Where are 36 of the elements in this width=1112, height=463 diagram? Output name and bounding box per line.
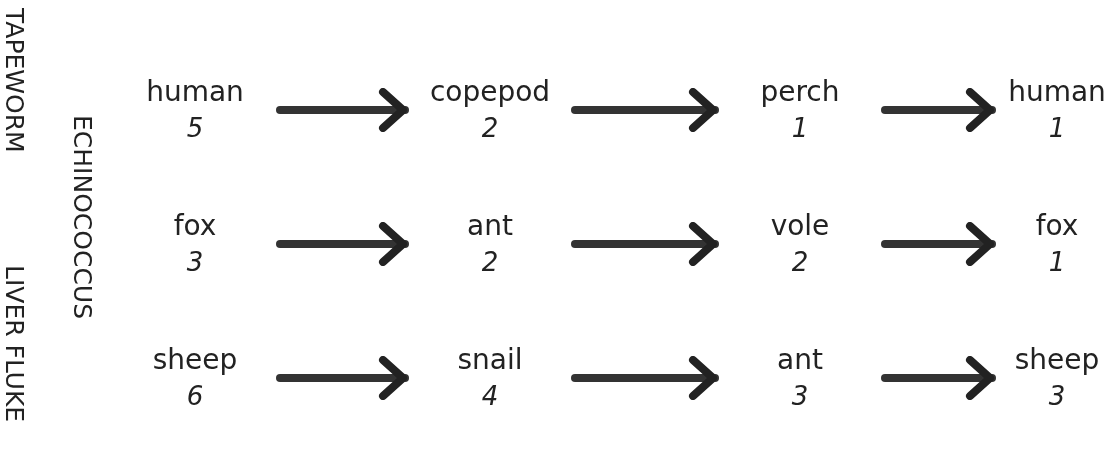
arrow xyxy=(881,356,996,400)
count-number: 5 xyxy=(186,114,204,145)
arrow xyxy=(276,356,409,400)
count-number: 2 xyxy=(791,248,809,279)
arrow xyxy=(571,222,719,266)
host-name: ant xyxy=(467,209,513,243)
arrow xyxy=(276,88,409,132)
count-number: 2 xyxy=(481,114,499,145)
arrow xyxy=(881,88,996,132)
host-name: copepod xyxy=(429,75,551,109)
count-number: 1 xyxy=(1048,248,1066,279)
host-name: fox xyxy=(1035,209,1079,243)
count-number: 2 xyxy=(481,248,499,279)
host-name: ant xyxy=(777,343,823,377)
arrow xyxy=(276,222,409,266)
count-number: 3 xyxy=(1048,382,1066,413)
count-number: 6 xyxy=(186,382,204,413)
host-name: sheep xyxy=(1014,343,1100,377)
host-name: perch xyxy=(760,75,840,109)
host-name: fox xyxy=(173,209,217,243)
parasite-name: ECHINOCOCCUS xyxy=(70,115,95,320)
parasite-name: LIVER FLUKE xyxy=(2,265,27,423)
host-name: human xyxy=(1008,75,1106,109)
arrow xyxy=(881,222,996,266)
host-name: human xyxy=(146,75,244,109)
count-number: 3 xyxy=(791,382,809,413)
host-name: vole xyxy=(770,209,830,243)
count-number: 1 xyxy=(791,114,809,145)
host-name: sheep xyxy=(152,343,238,377)
count-number: 1 xyxy=(1048,114,1066,145)
arrow xyxy=(571,356,719,400)
count-number: 3 xyxy=(186,248,204,279)
host-name: snail xyxy=(457,343,523,377)
arrow xyxy=(571,88,719,132)
parasite-name: TAPEWORM xyxy=(2,8,27,153)
count-number: 4 xyxy=(481,382,499,413)
